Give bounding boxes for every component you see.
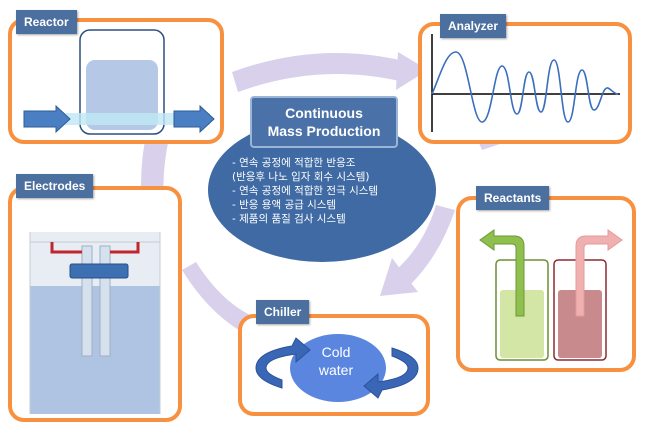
cycle-arrow-right [396,205,455,285]
cold-water-line2: water [318,362,354,378]
analyzer-panel [418,22,632,144]
center-title-line2: Mass Production [267,123,381,139]
cycle-arrow-top-head [396,52,428,90]
cycle-arrow-bottom-left [182,262,250,332]
bullet-item: (반응후 나노 입자 회수 시스템) [232,171,370,183]
chiller-panel [238,314,430,416]
chiller-label: Chiller [256,300,310,324]
cold-water-label: Cold water [300,343,372,379]
cold-water-line1: Cold [321,344,351,360]
bullet-item: - 반응 용액 공급 시스템 [232,199,337,211]
reactants-panel [456,196,636,372]
electrodes-panel [8,186,182,422]
analyzer-waveform [431,34,620,132]
center-title-line1: Continuous [285,105,363,121]
center-ellipse [208,118,436,262]
reactor-label: Reactor [16,10,77,34]
bullet-item: - 제품의 품질 검사 시스템 [232,213,346,225]
analyzer-label: Analyzer [440,14,507,38]
chiller-illustration [255,334,419,402]
reactants-illustration [479,229,623,361]
cycle-arrow-right-head [380,258,418,296]
bullet-item: - 연속 공정에 적합한 반응조 [232,157,356,169]
center-bullet-list: - 연속 공정에 적합한 반응조 (반응후 나노 입자 회수 시스템) - 연속… [232,156,432,226]
electrodes-label: Electrodes [16,174,94,198]
reactor-panel [8,18,224,144]
electrodes-illustration [29,232,161,414]
reactants-label: Reactants [476,186,550,210]
bullet-item: - 연속 공정에 적합한 전극 시스템 [232,185,379,197]
cycle-arrow-top [232,53,408,92]
reactor-illustration [23,29,215,135]
center-title-box: Continuous Mass Production [250,96,398,148]
